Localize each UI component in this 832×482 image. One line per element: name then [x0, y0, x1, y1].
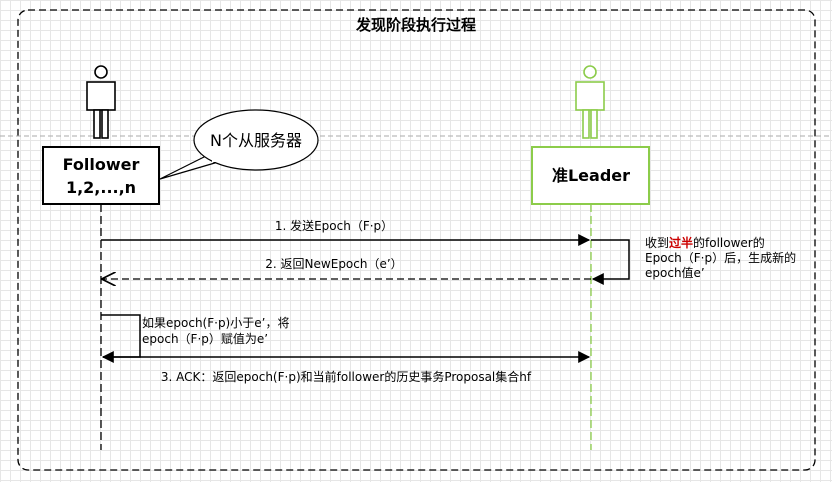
self-note-line2: epoch（F·p）赋值为e’ [142, 331, 268, 346]
leader-name: 准Leader [552, 166, 630, 185]
leader-note: 收到过半的follower的 Epoch（F·p）后，生成新的 epoch值e’ [645, 235, 800, 280]
callout-text: N个从服务器 [210, 131, 302, 150]
follower-self-loop [101, 314, 141, 363]
phase-frame [17, 9, 816, 471]
message-2-label: 2. 返回NewEpoch（e’） [265, 257, 402, 271]
follower-box [42, 146, 160, 205]
follower-self-note: 如果epoch(F·p)小于e’，将 epoch（F·p）赋值为e’ [142, 315, 293, 346]
leader-actor-icon [575, 65, 605, 139]
follower-name: Follower [63, 155, 140, 174]
diagram-title: 发现阶段执行过程 [355, 16, 476, 34]
follower-actor-icon [86, 65, 116, 139]
self-note-line1: 如果epoch(F·p)小于e’，将 [142, 315, 289, 330]
message-3-label: 3. ACK：返回epoch(F·p)和当前follower的历史事务Propo… [161, 369, 532, 384]
leader-note-line3: epoch值e’ [645, 265, 705, 280]
leader-self-loop [591, 239, 630, 285]
leader-note-line2: Epoch（F·p）后，生成新的 [645, 250, 796, 265]
message-1-label: 1. 发送Epoch（F·p） [275, 218, 393, 233]
leader-note-highlight: 过半 [669, 235, 693, 250]
leader-note-suffix: 的follower的 [693, 235, 765, 250]
leader-box [531, 146, 650, 205]
follower-ids: 1,2,...,n [66, 178, 136, 197]
leader-note-prefix: 收到 [645, 236, 669, 250]
